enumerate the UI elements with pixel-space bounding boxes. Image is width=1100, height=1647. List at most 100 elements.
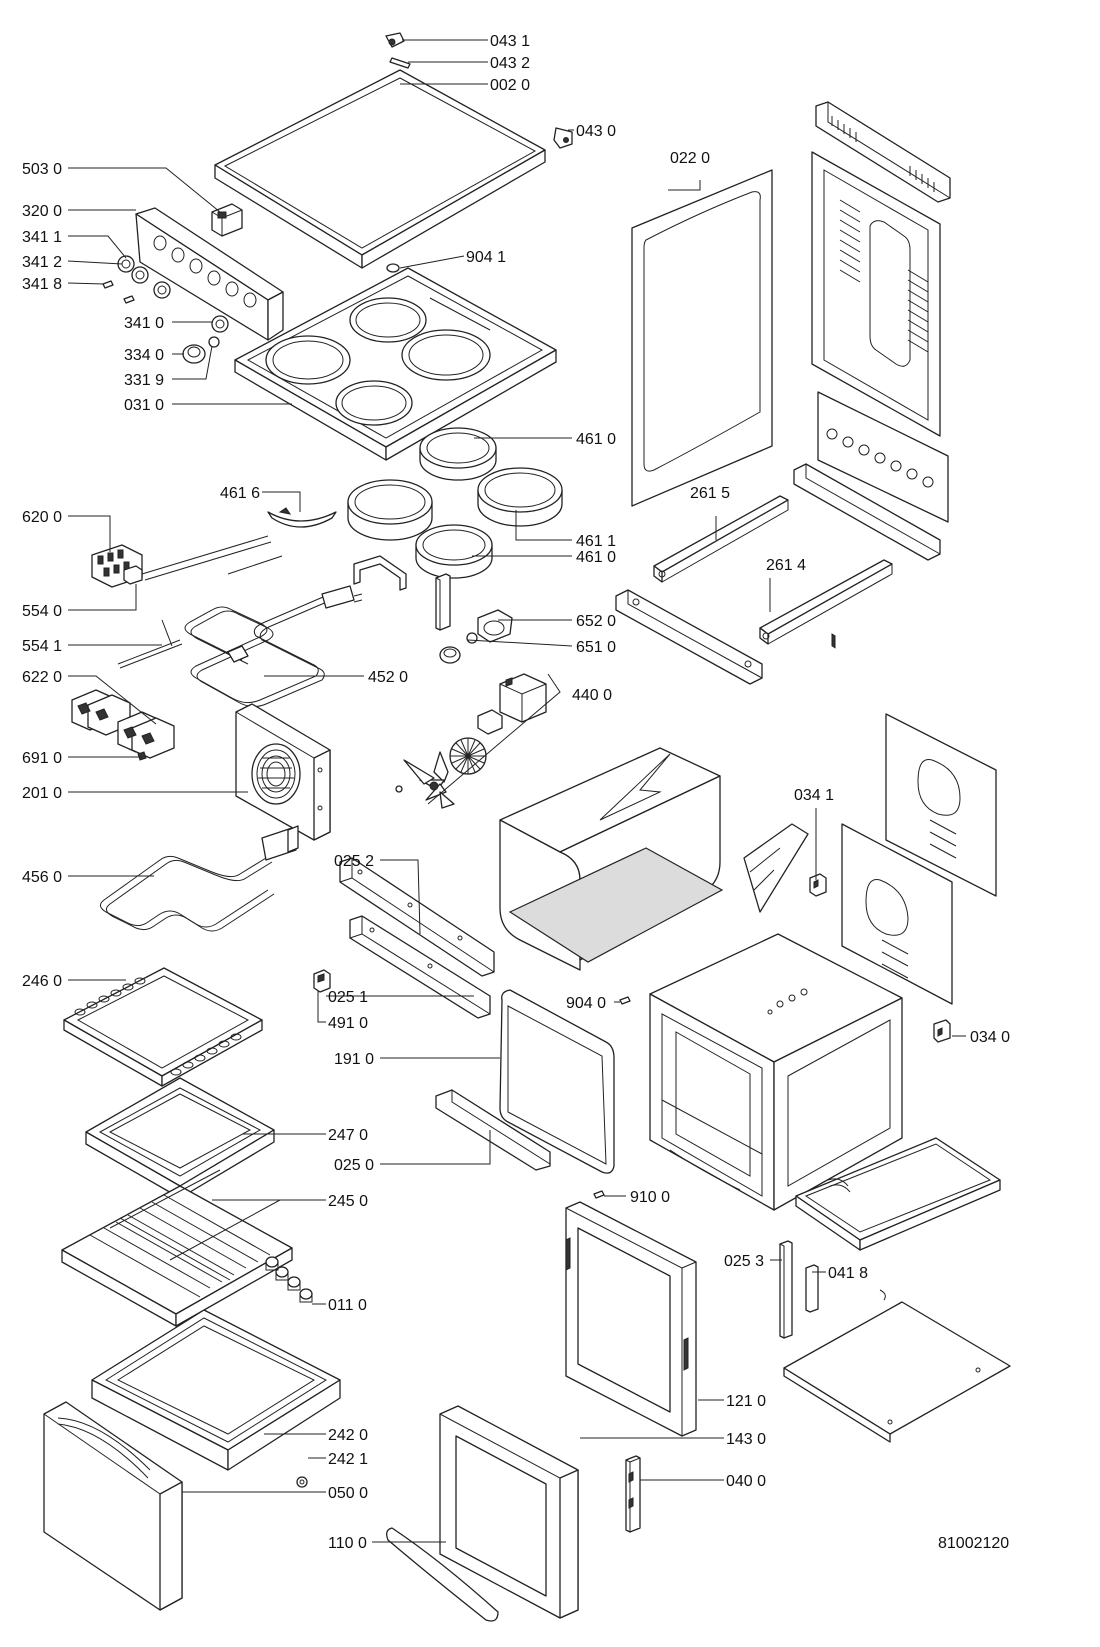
part-screw-904 bbox=[619, 996, 631, 1005]
part-side-panel bbox=[631, 169, 773, 507]
part-side-strip bbox=[779, 1240, 793, 1339]
label-050-0: 050 0 bbox=[328, 1485, 368, 1502]
label-025-2: 025 2 bbox=[334, 853, 374, 870]
part-top-lid bbox=[214, 69, 546, 269]
part-enamel-tray bbox=[63, 967, 263, 1087]
label-025-3: 025 3 bbox=[724, 1253, 764, 1270]
label-652-0: 652 0 bbox=[576, 613, 616, 630]
part-insulation-hood bbox=[499, 747, 724, 971]
part-fan-cover bbox=[235, 703, 331, 841]
part-hotplate-clip bbox=[267, 507, 337, 528]
part-guide-rail-upper-right bbox=[793, 463, 941, 561]
part-bottom-element bbox=[100, 825, 299, 932]
label-031-0: 031 0 bbox=[124, 397, 164, 414]
label-334-0: 334 0 bbox=[124, 347, 164, 364]
label-261-4: 261 4 bbox=[766, 557, 806, 574]
label-554-0: 554 0 bbox=[22, 603, 62, 620]
part-feet bbox=[265, 1256, 313, 1303]
label-904-1: 904 1 bbox=[466, 249, 506, 266]
label-040-0: 040 0 bbox=[726, 1473, 766, 1490]
label-456-0: 456 0 bbox=[22, 869, 62, 886]
part-sensor-probe bbox=[117, 619, 183, 669]
label-034-0: 034 0 bbox=[970, 1029, 1010, 1046]
label-461-6: 461 6 bbox=[220, 485, 260, 502]
part-small-clip bbox=[137, 751, 147, 761]
label-554-1: 554 1 bbox=[22, 638, 62, 655]
part-grommet-small bbox=[386, 263, 400, 273]
part-insulation-panel-back bbox=[885, 713, 997, 897]
label-461-1: 461 1 bbox=[576, 533, 616, 550]
label-025-0: 025 0 bbox=[334, 1157, 374, 1174]
label-452-0: 452 0 bbox=[368, 669, 408, 686]
label-246-0: 246 0 bbox=[22, 973, 62, 990]
label-121-0: 121 0 bbox=[726, 1393, 766, 1410]
part-back-vent-strip bbox=[815, 101, 951, 649]
label-904-0: 904 0 bbox=[566, 995, 606, 1012]
label-143-0: 143 0 bbox=[726, 1431, 766, 1448]
part-guide-rail-lower bbox=[759, 559, 893, 645]
label-025-1: 025 1 bbox=[328, 989, 368, 1006]
part-bracket-034-0 bbox=[933, 1019, 951, 1043]
part-hinge-clip-right bbox=[553, 127, 573, 149]
label-651-0: 651 0 bbox=[576, 639, 616, 656]
part-lamp-bracket bbox=[435, 573, 451, 631]
part-thermostat bbox=[123, 535, 283, 585]
leader-lines bbox=[67, 39, 966, 1543]
label-440-0: 440 0 bbox=[572, 687, 612, 704]
part-front-trim bbox=[435, 1089, 551, 1171]
label-341-8: 341 8 bbox=[22, 276, 62, 293]
label-041-8: 041 8 bbox=[828, 1265, 868, 1282]
label-620-0: 620 0 bbox=[22, 509, 62, 526]
part-drawer-screw bbox=[296, 1476, 308, 1488]
label-002-0: 002 0 bbox=[490, 77, 530, 94]
part-storage-drawer bbox=[91, 1309, 341, 1471]
part-door-hinge bbox=[625, 1455, 641, 1533]
part-hotplate-3 bbox=[477, 467, 563, 527]
label-503-0: 503 0 bbox=[22, 161, 62, 178]
part-rail-lower bbox=[349, 915, 491, 1019]
label-461-0-b: 461 0 bbox=[576, 549, 616, 566]
label-461-0-a: 461 0 bbox=[576, 431, 616, 448]
label-910-0: 910 0 bbox=[630, 1189, 670, 1206]
label-011-0: 011 0 bbox=[328, 1297, 367, 1314]
label-191-0: 191 0 bbox=[334, 1051, 374, 1068]
part-control-panel bbox=[135, 207, 284, 341]
part-rail-upper bbox=[339, 857, 495, 977]
part-terminal-clip bbox=[313, 969, 331, 993]
label-242-1: 242 1 bbox=[328, 1451, 368, 1468]
label-242-0: 242 0 bbox=[328, 1427, 368, 1444]
label-341-2: 341 2 bbox=[22, 254, 62, 271]
label-341-1: 341 1 bbox=[22, 229, 62, 246]
part-oven-cavity bbox=[649, 933, 903, 1211]
label-622-0: 622 0 bbox=[22, 669, 62, 686]
label-247-0: 247 0 bbox=[328, 1127, 368, 1144]
part-door-screw bbox=[593, 1190, 605, 1199]
label-491-0: 491 0 bbox=[328, 1015, 368, 1032]
part-floor-plate bbox=[783, 1289, 1011, 1443]
part-grill-element bbox=[184, 585, 363, 708]
label-201-0: 201 0 bbox=[22, 785, 62, 802]
part-baking-tray bbox=[85, 1077, 275, 1199]
part-hotplate-1 bbox=[419, 427, 497, 481]
part-labels: 043 1 043 2 002 0 043 0 022 0 503 0 320 … bbox=[22, 33, 1010, 1552]
label-022-0: 022 0 bbox=[670, 150, 710, 167]
part-hotplate-2 bbox=[347, 479, 433, 541]
part-lamp-holder bbox=[466, 609, 513, 644]
part-base-tray bbox=[795, 1137, 1001, 1251]
label-043-2: 043 2 bbox=[490, 55, 530, 72]
part-wire-shelf bbox=[61, 1169, 293, 1327]
part-side-bracket-plate bbox=[743, 823, 809, 913]
part-hotplate-4 bbox=[415, 524, 493, 579]
label-043-0: 043 0 bbox=[576, 123, 616, 140]
part-knob-assembly bbox=[182, 315, 229, 364]
label-320-0: 320 0 bbox=[22, 203, 62, 220]
part-hinge-clip-top bbox=[385, 32, 405, 48]
label-245-0: 245 0 bbox=[328, 1193, 368, 1210]
drawing-number: 81002120 bbox=[938, 1535, 1009, 1552]
part-guide-rail-right bbox=[653, 495, 789, 583]
part-outer-door bbox=[439, 1405, 579, 1619]
part-element-bracket bbox=[353, 555, 407, 591]
part-lamp-lens bbox=[439, 646, 461, 664]
label-331-9: 331 9 bbox=[124, 372, 164, 389]
label-110-0: 110 0 bbox=[328, 1535, 367, 1552]
